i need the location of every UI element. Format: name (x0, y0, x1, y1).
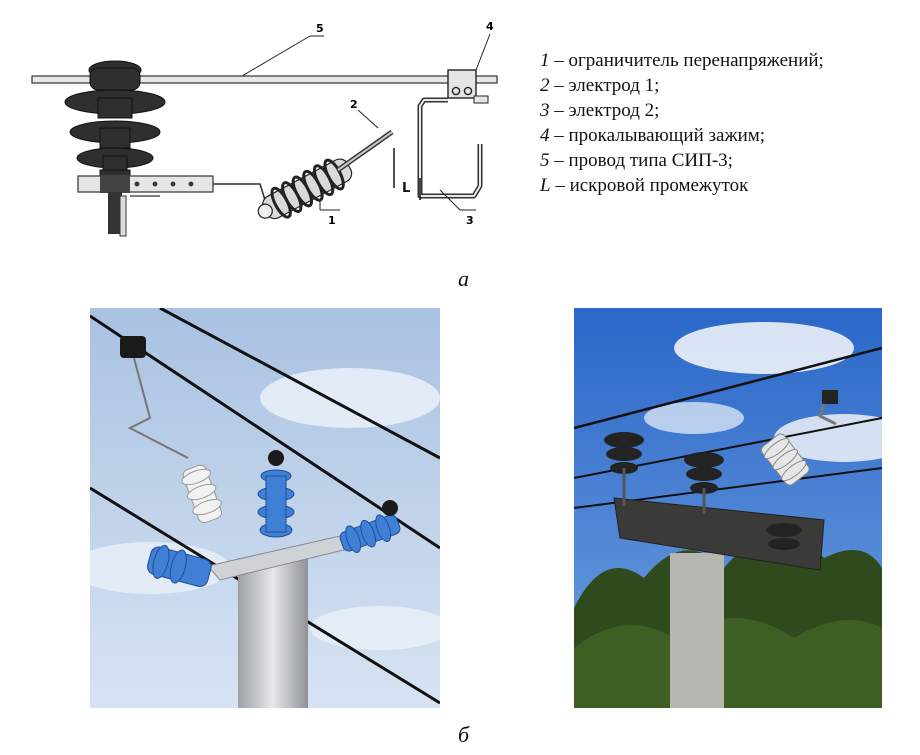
figure-legend: 1 – ограничитель перенапряжений; 2 – эле… (540, 48, 824, 198)
legend-item: 4 – прокалывающий зажим; (540, 125, 766, 146)
piercing-clamp (447, 69, 489, 104)
sip3-wire (31, 75, 498, 84)
gap-label: L (402, 181, 410, 196)
support-insulator (64, 60, 166, 181)
caption-b: б (458, 722, 470, 747)
callout-5: 5 (316, 22, 324, 35)
field-photograph (574, 308, 882, 708)
callout-3: 3 (466, 214, 474, 227)
electrode-2 (417, 97, 483, 199)
legend-item: 5 – провод типа СИП-3; (540, 150, 733, 171)
ground-lead (213, 183, 266, 201)
legend-item: 1 – ограничитель перенапряжений; (540, 50, 824, 71)
caption-a: а (458, 266, 469, 291)
callout-1: 1 (328, 214, 336, 227)
callout-4: 4 (486, 20, 494, 33)
legend-item: 3 – электрод 2; (540, 100, 660, 121)
render-illustration (90, 308, 440, 708)
mounting-bracket (77, 175, 214, 237)
arrester-schematic-diagram: L 5 4 2 1 3 (31, 20, 498, 237)
legend-item: 2 – электрод 1; (540, 75, 660, 96)
callout-2: 2 (350, 98, 358, 111)
legend-item: L – искровой промежуток (540, 175, 749, 196)
surge-arrester (257, 158, 353, 220)
